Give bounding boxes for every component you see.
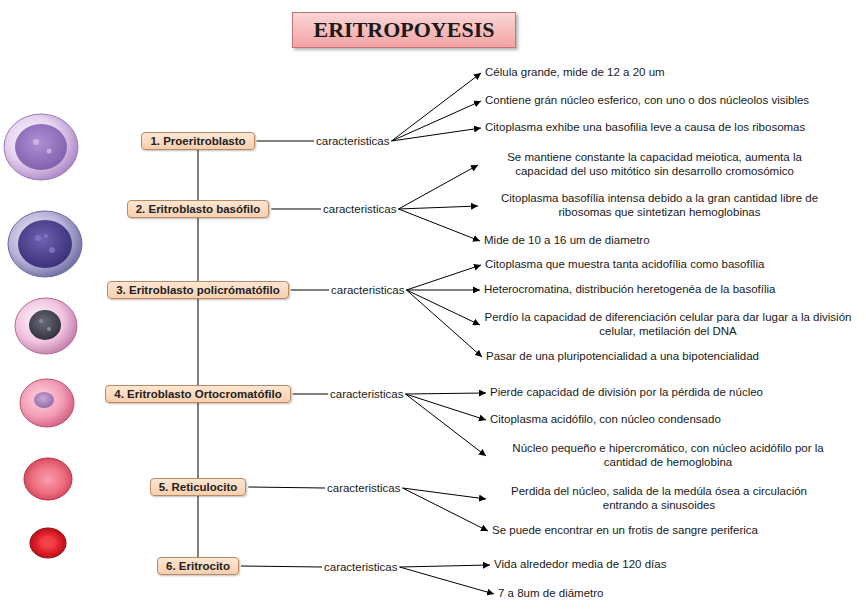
description-line: 7 a 8um de diámetro (498, 587, 603, 601)
connector-line (198, 150, 199, 200)
description-text: Pierde capacidad de división por la pérd… (490, 386, 763, 400)
description-text: 7 a 8um de diámetro (498, 587, 603, 601)
description-text: Contiene grán núcleo esferico, con uno o… (485, 94, 809, 108)
connector-arrow (406, 394, 487, 420)
description-text: Perdida del núcleo, salida de la medúla … (490, 485, 828, 513)
stage-name: 1. Proeritroblasto (150, 135, 245, 147)
connector-arrow (399, 209, 481, 241)
characteristics-word: caracteristicas (327, 482, 401, 494)
stage-box: 6. Eritrocito (157, 557, 239, 575)
characteristics-word: caracteristicas (323, 203, 397, 215)
connector-arrow (392, 128, 482, 141)
connector-line (197, 299, 198, 385)
connector-line (197, 403, 198, 478)
connector-line (241, 566, 322, 567)
connector-line (293, 394, 328, 395)
characteristics-label: caracteristicas (327, 482, 401, 494)
description-line: Citoplasma acidófilo, con núcleo condens… (490, 413, 721, 427)
connector-arrow (407, 290, 481, 325)
description-text: Heterocromatina, distribución heretogené… (484, 283, 776, 297)
connector-arrow (400, 567, 495, 594)
stage-box: 3. Eritroblasto policrómatófilo (107, 281, 289, 299)
characteristics-word: caracteristicas (316, 135, 390, 147)
title-banner: ERITROPOYESIS (292, 12, 516, 48)
stage-name: 5. Reticulocito (159, 481, 238, 493)
description-text: Mide de 10 a 16 um de diametro (484, 234, 650, 248)
characteristics-label: caracteristicas (323, 203, 397, 215)
description-text: Se puede encontrar en un frotis de sangr… (492, 524, 758, 538)
characteristics-word: caracteristicas (324, 561, 398, 573)
connector-arrow (399, 206, 479, 209)
stage-name: 3. Eritroblasto policrómatófilo (116, 284, 280, 296)
stage-name: 6. Eritrocito (166, 560, 230, 572)
connector-line (257, 141, 314, 142)
stage-box: 4. Eritroblasto Ortocromatófilo (105, 385, 290, 403)
connector-arrow (407, 265, 482, 290)
connector-arrow (392, 101, 482, 141)
proerythroblast-cell (4, 114, 78, 180)
connector-arrow (399, 165, 479, 209)
description-text: Núcleo pequeño e hipercromático, con núc… (490, 442, 846, 470)
stage-box: 1. Proeritroblasto (141, 132, 254, 150)
connector-line (248, 487, 325, 488)
description-line: Perdida del núcleo, salida de la medúla … (490, 485, 828, 513)
connector-arrow (406, 393, 487, 394)
stage-name: 2. Eritroblasto basófilo (136, 203, 261, 215)
description-text: Citoplasma acidófilo, con núcleo condens… (490, 413, 721, 427)
connector-line (197, 218, 198, 281)
description-text: Citoplasma basofília intensa debido a la… (482, 192, 837, 220)
characteristics-label: caracteristicas (331, 284, 405, 296)
description-line: Pierde capacidad de división por la pérd… (490, 386, 763, 400)
connector-line (271, 209, 321, 210)
description-line: Contiene grán núcleo esferico, con uno o… (485, 94, 809, 108)
reticulocyte-cell (24, 458, 72, 500)
characteristics-label: caracteristicas (324, 561, 398, 573)
description-text: Célula grande, mide de 12 a 20 um (485, 66, 665, 80)
stage-box: 5. Reticulocito (150, 478, 247, 496)
description-line: Núcleo pequeño e hipercromático, con núc… (490, 442, 846, 470)
description-line: Heterocromatina, distribución heretogené… (484, 283, 776, 297)
description-line: Pasar de una pluripotencialidad a una bi… (486, 350, 759, 364)
description-line: Citoplasma exhibe una basofilia leve a c… (485, 121, 805, 135)
description-text: Citoplasma exhibe una basofilia leve a c… (485, 121, 805, 135)
characteristics-word: caracteristicas (330, 388, 404, 400)
description-text: Citoplasma que muestra tanta acidofília … (485, 258, 764, 272)
orthochromatic-erythroblast-cell (20, 379, 74, 427)
connector-arrow (403, 488, 489, 531)
characteristics-word: caracteristicas (331, 284, 405, 296)
description-line: Citoplasma basofília intensa debido a la… (482, 192, 837, 220)
description-text: Se mantiene constante la capacidad meiot… (482, 151, 827, 179)
stage-box: 2. Eritroblasto basófilo (127, 200, 270, 218)
connector-arrow (392, 73, 482, 141)
basophilic-erythroblast-cell (8, 211, 82, 277)
description-line: Se mantiene constante la capacidad meiot… (482, 151, 827, 179)
stage-name: 4. Eritroblasto Ortocromatófilo (114, 388, 281, 400)
description-text: Pasar de una pluripotencialidad a una bi… (486, 350, 759, 364)
characteristics-label: caracteristicas (316, 135, 390, 147)
description-text: Vida alrededor media de 120 días (494, 558, 666, 572)
connector-arrow (407, 290, 483, 357)
connector-arrow (406, 394, 487, 456)
description-text: Perdío la capacidad de diferenciación ce… (484, 311, 852, 339)
connector-arrow (403, 488, 487, 499)
connector-line (291, 290, 329, 291)
description-line: Célula grande, mide de 12 a 20 um (485, 66, 665, 80)
connector-arrow (400, 565, 491, 567)
characteristics-label: caracteristicas (330, 388, 404, 400)
description-line: Se puede encontrar en un frotis de sangr… (492, 524, 758, 538)
connector-arrow (407, 289, 481, 290)
description-line: Perdío la capacidad de diferenciación ce… (484, 311, 852, 339)
description-line: Mide de 10 a 16 um de diametro (484, 234, 650, 248)
description-line: Vida alrededor media de 120 días (494, 558, 666, 572)
title-text: ERITROPOYESIS (314, 17, 495, 43)
polychromatic-erythroblast-cell (15, 298, 77, 354)
connector-line (197, 496, 198, 557)
description-line: Citoplasma que muestra tanta acidofília … (485, 258, 764, 272)
erythrocyte-cell (30, 528, 66, 558)
